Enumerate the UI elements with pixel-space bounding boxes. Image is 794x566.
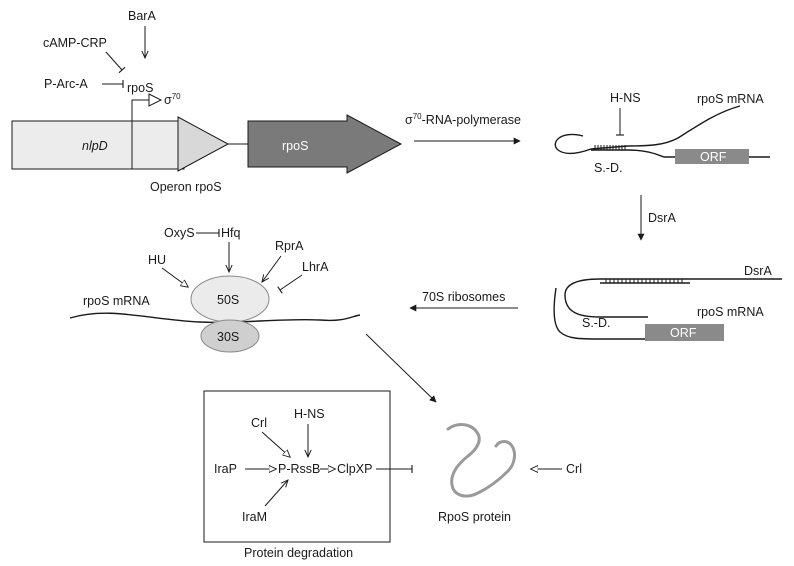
hns-label-top: H-NS	[610, 91, 641, 105]
sigma70-rna-polymerase-label: σ70-RNA-polymerase	[405, 112, 521, 127]
camp-crp-label: cAMP-CRP	[43, 36, 107, 50]
iram-arrow	[264, 480, 288, 507]
hairpin-base-pairs	[594, 145, 626, 150]
hfq-label: Hfq	[221, 226, 241, 240]
ribosome-30s	[200, 319, 260, 353]
ribosomes-label: 70S ribosomes	[422, 290, 505, 304]
rpos-mrna-label-translation: rpoS mRNA	[83, 294, 150, 308]
orf-box-top	[675, 149, 749, 164]
irap-label: IraP	[214, 462, 237, 476]
dsra-step: DsrA	[637, 195, 676, 241]
operon-caption: Operon rpoS	[150, 180, 222, 194]
rpos-gene-label: rpoS	[282, 139, 308, 153]
mrna-label-bottom: rpoS mRNA	[697, 305, 764, 319]
promoter-rpos-label: rpoS	[127, 81, 153, 95]
orf-box-bottom	[645, 324, 724, 341]
dsra-label-bottom: DsrA	[744, 264, 772, 278]
dsra-base-pairs	[605, 279, 683, 283]
translation-to-protein-arrow	[365, 333, 437, 403]
crl-label-box: Crl	[251, 416, 267, 430]
orf-label-top: ORF	[700, 150, 727, 164]
hns-label-box: H-NS	[294, 407, 325, 421]
rpos-protein-label: RpoS protein	[438, 510, 511, 524]
p-arc-a-label: P-Arc-A	[44, 77, 88, 91]
iram-label: IraM	[242, 510, 267, 524]
rpra-label: RprA	[275, 239, 304, 253]
protein-degradation-box: Crl H-NS IraP P-RssB ClpXP IraM Protein …	[203, 390, 391, 560]
oxys-label: OxyS	[164, 226, 195, 240]
nlpd-label: nlpD	[82, 139, 108, 153]
ribosome-step: 70S ribosomes	[409, 290, 518, 312]
degradation-caption: Protein degradation	[244, 546, 353, 560]
hu-label: HU	[148, 253, 166, 267]
ribosome-50s-label: 50S	[217, 293, 239, 307]
rpos-protein-shape	[446, 423, 517, 498]
nlpd-gene	[11, 120, 185, 170]
sd-label-top: S.-D.	[594, 161, 622, 175]
prssb-label: P-RssB	[278, 462, 320, 476]
rpos-protein: RpoS protein Crl	[438, 423, 582, 524]
orf-label-bottom: ORF	[670, 326, 697, 340]
mrna-label-top: rpoS mRNA	[697, 92, 764, 106]
degradation-frame	[203, 390, 391, 543]
hu-arrow	[161, 267, 188, 287]
dsra-mrna-complex: ORF DsrA rpoS mRNA S.-D.	[553, 264, 782, 341]
operon-rpos: nlpD rpoS Operon rpoS σ70 rpoS BarA cAMP…	[11, 9, 403, 194]
transcription-step: σ70-RNA-polymerase	[405, 112, 521, 145]
promoter-arrowhead	[148, 93, 163, 107]
lhra-label: LhrA	[302, 260, 329, 274]
clpxp-label: ClpXP	[337, 462, 372, 476]
crl-label-protein: Crl	[566, 462, 582, 476]
sigma70-label: σ70	[164, 92, 181, 107]
dsra-step-label: DsrA	[648, 211, 676, 225]
sd-label-bottom: S.-D.	[582, 316, 610, 330]
translation-initiation: 50S 30S rpoS mRNA OxyS Hfq HU RprA LhrA	[69, 226, 361, 353]
crl-arrow-box	[261, 431, 290, 457]
promoter-bent-arrow	[131, 99, 149, 121]
lhra-inhibit	[277, 274, 303, 294]
bara-label: BarA	[128, 9, 156, 23]
rpos-gene-arrow	[247, 114, 403, 174]
nlpd-promoter-arrow	[177, 116, 230, 172]
rpra-arrow	[262, 255, 282, 282]
camp-crp-inhibit	[105, 51, 126, 74]
ribosome-30s-label: 30S	[217, 330, 239, 344]
rpos-mrna-hairpin: ORF H-NS rpoS mRNA S.-D.	[554, 91, 770, 175]
